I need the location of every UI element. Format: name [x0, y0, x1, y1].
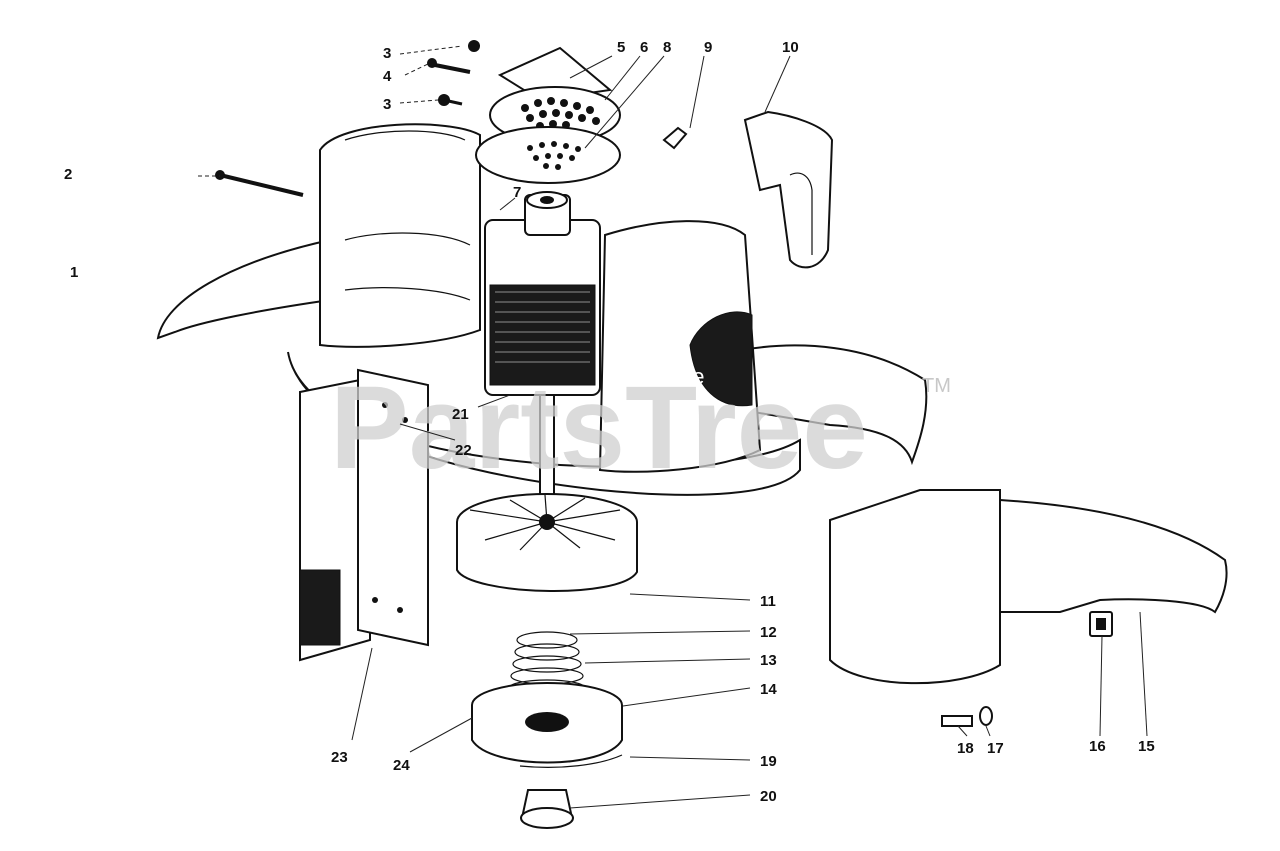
callout-8: 8 [663, 39, 671, 56]
callout-21: 21 [452, 406, 469, 423]
top-cap-drawing [475, 46, 688, 184]
fan-spool-drawing [456, 493, 638, 829]
callout-20: 20 [760, 788, 777, 805]
callout-22: 22 [455, 442, 472, 459]
callout-16: 16 [1089, 738, 1106, 755]
callout-17: 17 [987, 740, 1004, 757]
callout-4: 4 [383, 68, 392, 85]
callout-14: 14 [760, 681, 777, 698]
callout-19: 19 [760, 753, 777, 770]
watermark-text: PartsTree [330, 362, 868, 494]
guard-detail-drawing [829, 489, 1228, 727]
watermark-tm: TM [922, 375, 951, 397]
callout-2: 2 [64, 166, 72, 183]
callout-3-upper: 3 [383, 45, 391, 62]
motor-drawing [484, 191, 601, 521]
callout-7: 7 [513, 184, 521, 201]
callout-labels: 1 2 3 4 3 5 6 8 9 10 7 21 22 11 12 13 14… [64, 39, 1155, 805]
leader-lines [198, 45, 1148, 809]
callout-24: 24 [393, 757, 410, 774]
callout-12: 12 [760, 624, 777, 641]
fasteners-drawing [215, 40, 480, 197]
callout-23: 23 [331, 749, 348, 766]
callout-11: 11 [760, 593, 776, 610]
callout-18: 18 [957, 740, 974, 757]
side-panel-drawing [299, 368, 429, 662]
svg-text:he: he [680, 364, 704, 389]
callout-10: 10 [782, 39, 799, 56]
callout-9: 9 [704, 39, 712, 56]
callout-1: 1 [70, 264, 78, 281]
callout-5: 5 [617, 39, 625, 56]
callout-15: 15 [1138, 738, 1155, 755]
callout-3-lower: 3 [383, 96, 391, 113]
callout-13: 13 [760, 652, 777, 669]
callout-6: 6 [640, 39, 648, 56]
